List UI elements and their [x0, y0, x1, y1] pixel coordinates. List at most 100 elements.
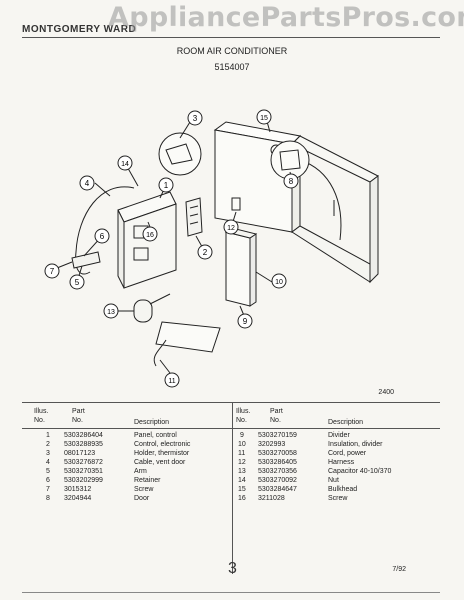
table-cell-part: 3211028 — [258, 495, 285, 502]
callout-3: 3 — [187, 110, 203, 126]
header-illus-no-right: Illus. No. — [236, 407, 250, 425]
table-cell-desc: Control, electronic — [134, 441, 191, 448]
table-cell-part: 5303270356 — [258, 468, 297, 475]
table-cell-part: 5303288935 — [64, 441, 103, 448]
header-illus-no-left: Illus. No. — [34, 407, 48, 425]
bottom-rule — [22, 592, 440, 593]
table-cell-part: 08017123 — [64, 450, 96, 457]
callout-6: 6 — [94, 228, 110, 244]
revision-date: 7/92 — [392, 566, 406, 573]
table-cell-no: 8 — [46, 495, 50, 502]
table-cell-part: 5303202999 — [64, 477, 103, 484]
table-cell-desc: Retainer — [134, 477, 161, 484]
callout-label: 5 — [75, 278, 80, 287]
header-description-right: Description — [328, 419, 364, 426]
header-description-left: Description — [134, 419, 170, 426]
callout-label: 3 — [193, 114, 198, 123]
table-cell-part: 3204944 — [64, 495, 92, 502]
table-cell-no: 1 — [46, 432, 50, 439]
table-cell-part: 3202993 — [258, 441, 286, 448]
callout-label: 2 — [203, 248, 208, 257]
table-cell-no: 10 — [238, 441, 246, 448]
table-cell-no: 4 — [46, 459, 50, 466]
callout-label: 7 — [50, 267, 55, 276]
watermark: AppliancePartsPros.com — [108, 2, 464, 33]
header-part-no-right: Part No. — [270, 407, 283, 425]
callout-label: 14 — [121, 161, 129, 168]
table-cell-part: 5303270092 — [258, 477, 297, 484]
callout-label: 11 — [168, 378, 175, 385]
model-number: 5154007 — [214, 62, 250, 72]
table-header-rule — [22, 428, 440, 429]
callout-label: 13 — [107, 309, 115, 316]
table-cell-desc: Capacitor 40-10/370 — [328, 468, 392, 475]
callout-label: 15 — [260, 115, 268, 122]
table-cell-part: 5303270058 — [258, 450, 297, 457]
table-cell-desc: Cable, vent door — [134, 459, 186, 466]
callout-4: 4 — [79, 175, 95, 191]
callout-16: 16 — [142, 226, 158, 242]
header-part-line1: Part — [270, 408, 283, 415]
table-cell-no: 5 — [46, 468, 50, 475]
table-cell-part: 3015312 — [64, 486, 92, 493]
callout-label: 1 — [164, 181, 169, 190]
table-cell-desc: Insulation, divider — [328, 441, 383, 448]
header-part-no-left: Part No. — [72, 407, 85, 425]
table-cell-desc: Cord, power — [328, 450, 367, 457]
table-cell-part: 5303270159 — [258, 432, 297, 439]
table-cell-no: 11 — [238, 450, 246, 457]
table-cell-part: 5303286405 — [258, 459, 297, 466]
header-part-line1: Part — [72, 408, 85, 415]
header-part-line2: No. — [270, 417, 281, 424]
table-cell-no: 3 — [46, 450, 50, 457]
table-cell-part: 5303284647 — [258, 486, 297, 493]
exploded-parts-diagram: 1 2 3 4 5 6 7 8 9 10 11 12 13 14 15 16 — [44, 109, 379, 388]
table-cell-desc: Harness — [328, 459, 355, 466]
page-number: 3 — [228, 560, 237, 577]
table-cell-part: 5303276872 — [64, 459, 103, 466]
callout-label: 6 — [100, 232, 105, 241]
callout-10: 10 — [271, 273, 287, 289]
table-cell-no: 9 — [240, 432, 244, 439]
callout-9: 9 — [237, 313, 253, 329]
header-illus-line1: Illus. — [34, 408, 49, 415]
callout-label: 16 — [146, 232, 154, 239]
callout-14: 14 — [117, 155, 133, 171]
callout-5: 5 — [69, 274, 85, 290]
header-illus-line1: Illus. — [236, 408, 251, 415]
table-cell-no: 7 — [46, 486, 50, 493]
table-cell-desc: Panel, control — [134, 432, 177, 439]
table-cell-desc: Bulkhead — [328, 486, 358, 493]
brand-header: MONTGOMERY WARD — [22, 24, 137, 35]
callout-7: 7 — [44, 263, 60, 279]
table-cell-no: 6 — [46, 477, 50, 484]
callout-13: 13 — [103, 303, 119, 319]
table-cell-no: 13 — [238, 468, 246, 475]
callout-11: 11 — [164, 372, 180, 388]
callout-label: 8 — [289, 177, 294, 186]
table-cell-part: 5303286404 — [64, 432, 103, 439]
table-cell-no: 14 — [238, 477, 246, 484]
document-title: ROOM AIR CONDITIONER — [176, 46, 288, 56]
callout-label: 9 — [243, 317, 248, 326]
diagram-reference-number: 2400 — [378, 389, 394, 396]
callout-label: 12 — [227, 225, 235, 232]
table-cell-no: 12 — [238, 459, 246, 466]
callout-12: 12 — [223, 219, 239, 235]
table-top-rule — [22, 402, 440, 403]
table-cell-no: 2 — [46, 441, 50, 448]
table-cell-part: 5303270351 — [64, 468, 103, 475]
callout-label: 4 — [85, 179, 90, 188]
header-rule — [22, 37, 440, 38]
header-part-line2: No. — [72, 417, 83, 424]
table-cell-desc: Divider — [328, 432, 350, 439]
callout-1: 1 — [158, 177, 174, 193]
callout-8: 8 — [283, 173, 299, 189]
header-illus-line2: No. — [34, 417, 45, 424]
table-cell-desc: Arm — [134, 468, 147, 475]
table-cell-desc: Holder, thermistor — [134, 450, 190, 457]
callout-15: 15 — [256, 109, 272, 125]
table-cell-no: 15 — [238, 486, 246, 493]
table-cell-no: 16 — [238, 495, 246, 502]
callout-2: 2 — [197, 244, 213, 260]
